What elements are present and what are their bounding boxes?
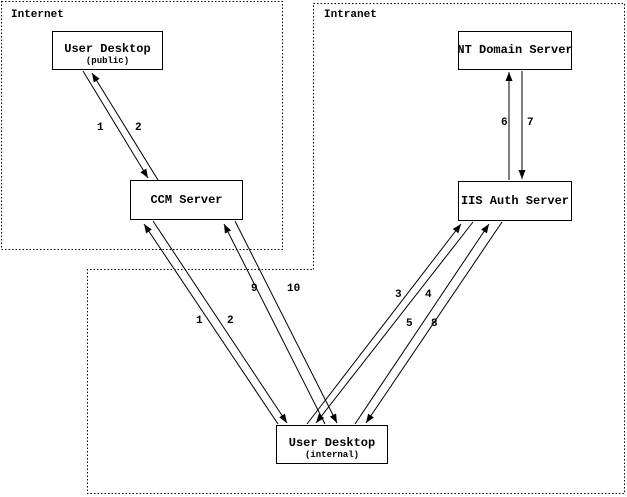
edge-5-internal-desktop-to-iis (354, 223, 490, 425)
edge-3-internal-desktop-to-iis (306, 223, 462, 425)
edge-label-ccm-internal-1: 1 (196, 315, 203, 327)
edge-10-ccm-to-internal-desktop (234, 220, 338, 424)
node-user-desktop-internal-label: User Desktop (288, 436, 376, 450)
node-iis-auth-server: IIS Auth Server (458, 181, 572, 221)
node-user-desktop-internal: User Desktop (internal) (276, 425, 388, 464)
node-user-desktop-public-label: User Desktop (64, 42, 151, 56)
edge-label-ccm-internal-9: 9 (251, 283, 258, 295)
edge-label-iis-internal-5: 5 (406, 318, 413, 330)
node-nt-domain-server: NT Domain Server (457, 31, 573, 70)
edge-label-iis-internal-8: 8 (431, 318, 438, 330)
edge-label-public-ccm-2: 2 (135, 122, 142, 134)
edge-2-ccm-to-internal-desktop (152, 220, 288, 424)
node-ccm-server: CCM Server (130, 180, 243, 220)
edge-1-public-desktop-to-ccm (82, 70, 149, 179)
edge-label-nt-iis-7: 7 (527, 117, 534, 129)
edge-label-iis-internal-3: 3 (395, 289, 402, 301)
edge-9-internal-desktop-to-ccm (223, 223, 326, 425)
edge-8-iis-to-internal-desktop (365, 221, 503, 424)
internet-region-label: Internet (11, 9, 64, 21)
edge-label-iis-internal-4: 4 (425, 289, 432, 301)
edge-label-nt-iis-6: 6 (501, 117, 508, 129)
edge-label-public-ccm-1: 1 (97, 122, 104, 134)
edge-label-ccm-internal-2: 2 (227, 315, 234, 327)
node-nt-domain-server-label: NT Domain Server (457, 43, 573, 57)
node-iis-auth-server-label: IIS Auth Server (460, 193, 570, 208)
node-ccm-server-label: CCM Server (150, 192, 223, 207)
edge-label-ccm-internal-10: 10 (287, 283, 301, 295)
node-user-desktop-public-sublabel: (public) (85, 56, 130, 66)
internet-region-border (1, 1, 283, 250)
edge-4-iis-to-internal-desktop (315, 221, 474, 424)
intranet-region-border (87, 3, 625, 494)
edge-1-internal-desktop-to-ccm (143, 223, 279, 425)
edge-2-ccm-to-public-desktop (91, 72, 159, 181)
node-user-desktop-public: User Desktop (public) (52, 31, 163, 70)
intranet-region-label: Intranet (324, 9, 377, 21)
node-user-desktop-internal-sublabel: (internal) (304, 450, 359, 460)
